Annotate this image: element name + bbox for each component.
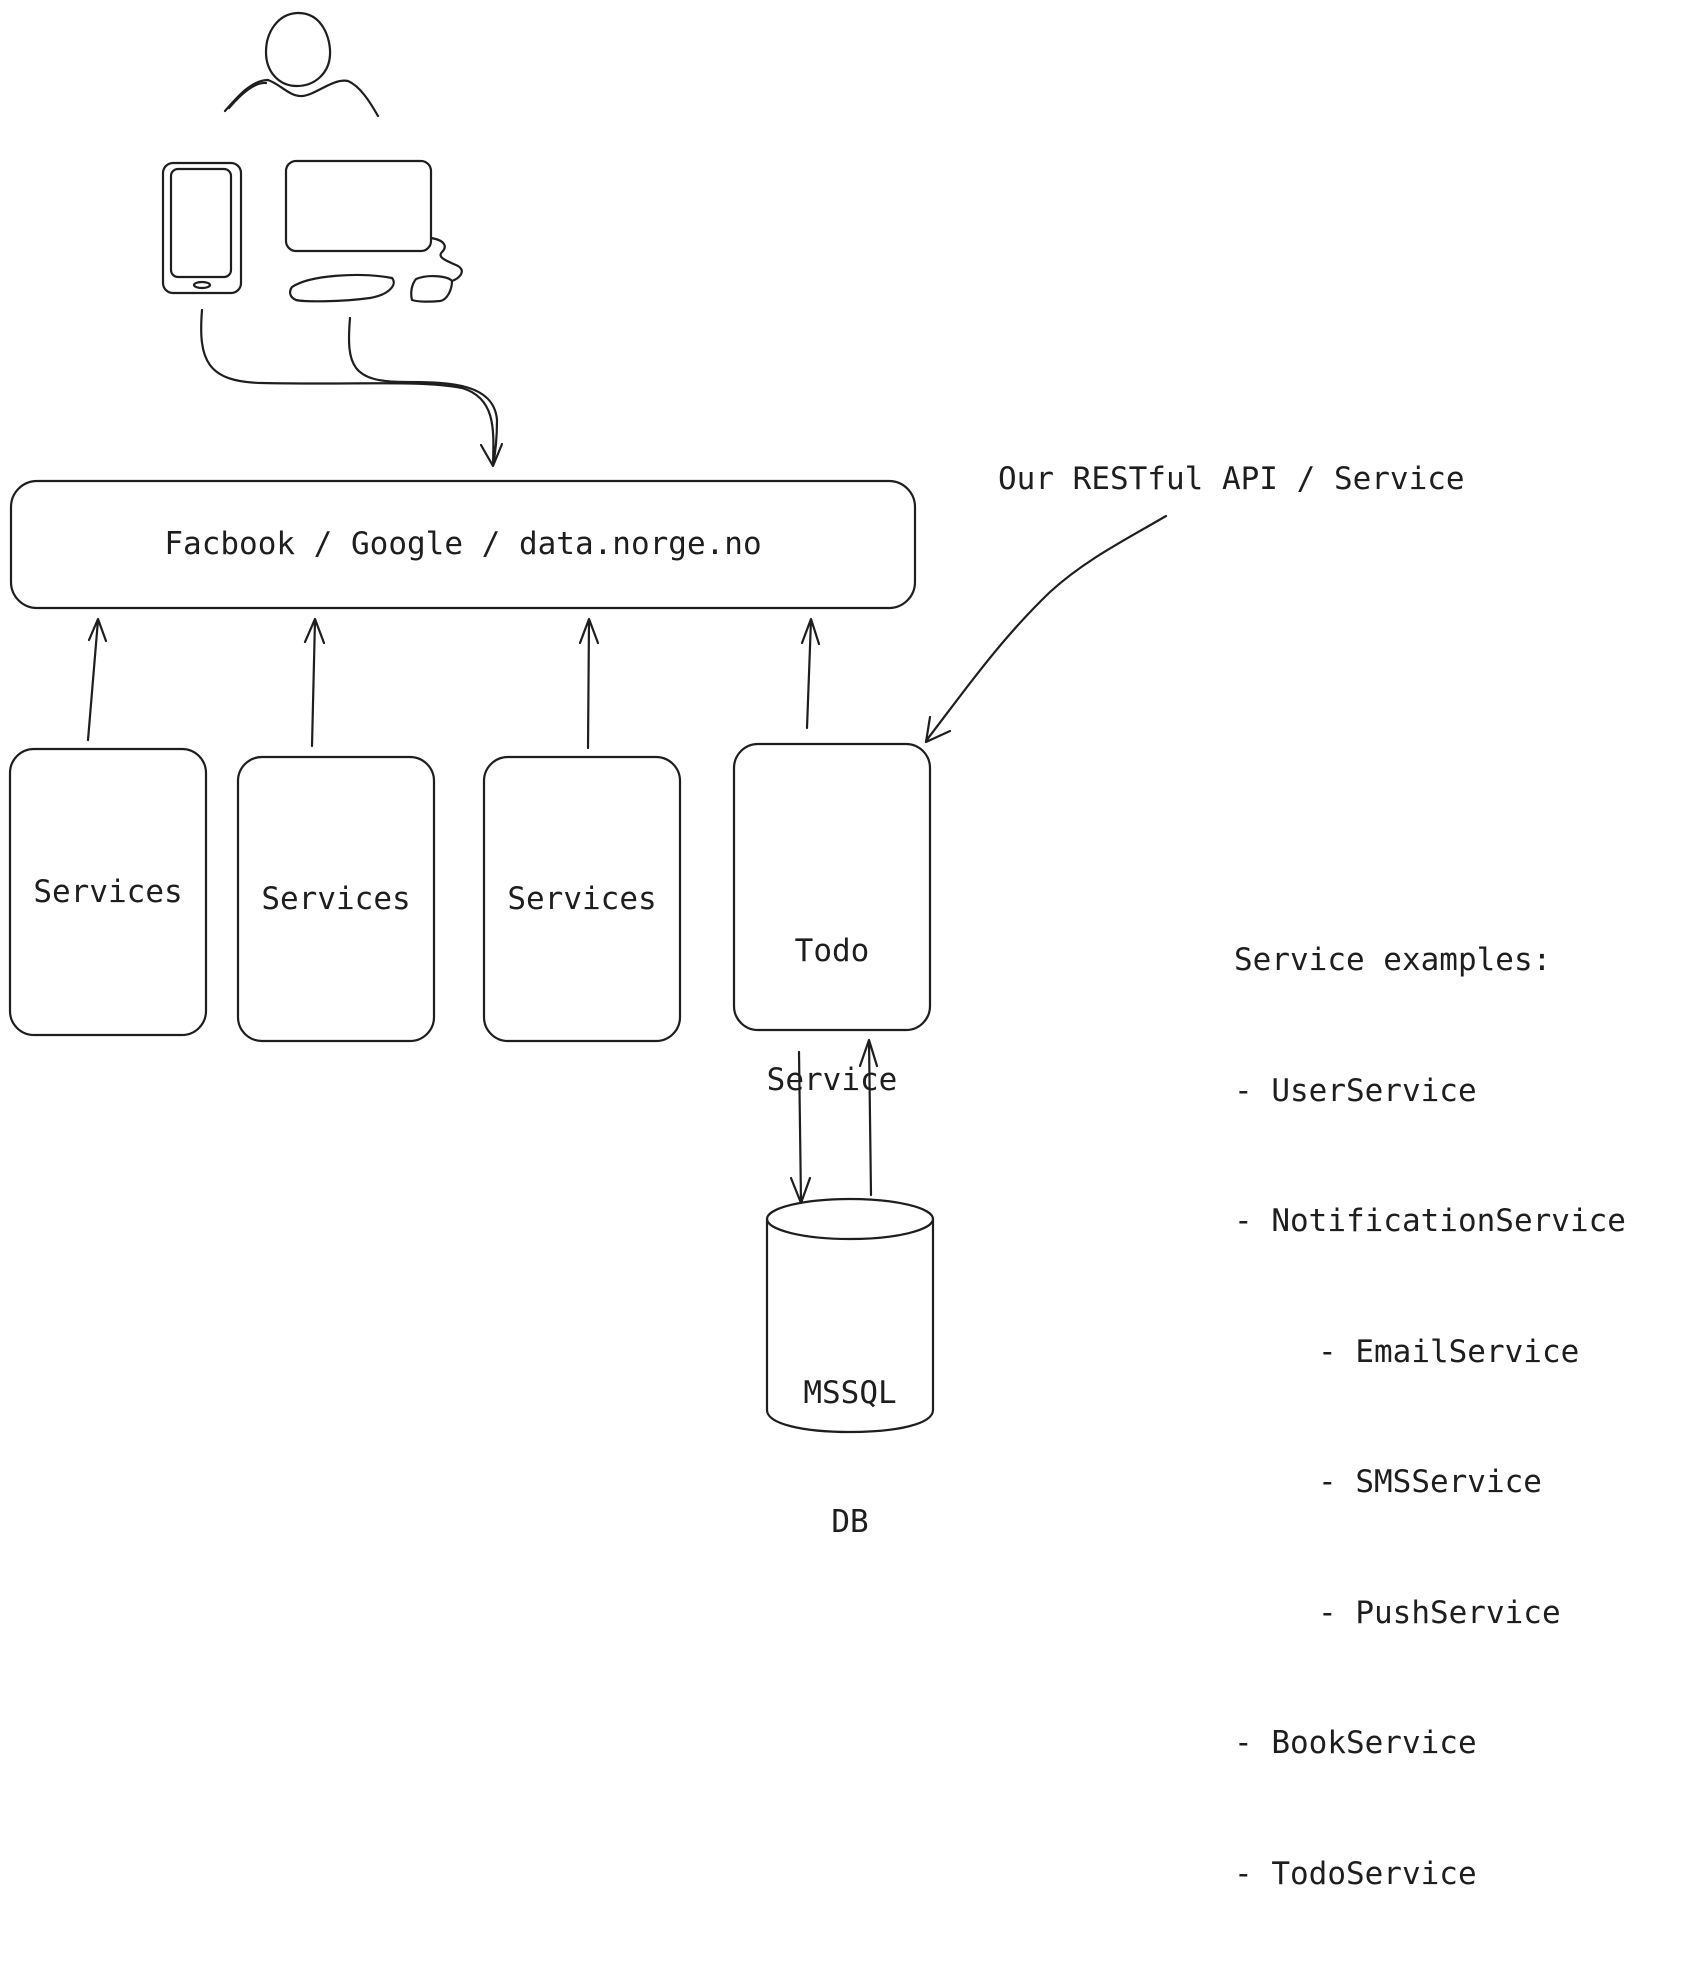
arrow-service-3	[578, 617, 600, 750]
service-box-1	[8, 747, 208, 1037]
database-cylinder	[765, 1197, 935, 1434]
example-item-push: - PushService	[1318, 1594, 1561, 1631]
database-line2: DB	[831, 1504, 869, 1540]
service-box-2	[236, 755, 436, 1043]
example-item-notification: - NotificationService	[1234, 1203, 1626, 1239]
todo-service-line2: Service	[766, 1062, 898, 1098]
service-examples-heading: Service examples:	[1234, 942, 1552, 978]
api-annotation: Our RESTful API / Service	[998, 461, 1465, 497]
example-item-user: - UserService	[1234, 1072, 1477, 1109]
arrow-todo	[800, 617, 821, 730]
example-item-sms: - SMSService	[1318, 1464, 1542, 1500]
database-line1: MSSQL	[803, 1375, 897, 1411]
todo-service-label: Todo Service	[734, 844, 930, 1188]
phone-connector	[200, 308, 495, 467]
mobile-phone-icon	[161, 161, 243, 295]
service-label-1: Services	[33, 873, 183, 910]
service-examples: Service examples: - UserService - Notifi…	[1234, 852, 1626, 1983]
example-item-book: - BookService	[1234, 1725, 1477, 1761]
arrow-db-to-todo	[858, 1038, 879, 1197]
annotation-arrow	[924, 514, 1168, 744]
arrow-service-2	[303, 617, 326, 748]
todo-service-box	[732, 742, 932, 1032]
arrow-service-1	[86, 617, 108, 742]
service-label-2: Services	[261, 880, 411, 917]
service-box-3	[482, 755, 682, 1043]
user-icon	[223, 11, 380, 118]
gateway-label: Facbook / Google / data.norge.no	[164, 526, 762, 562]
desktop-computer-icon	[284, 159, 463, 303]
architecture-diagram: Facbook / Google / data.norge.no Our RES…	[8, 11, 1626, 1892]
service-label-3: Services	[507, 880, 657, 917]
example-item-todo: - TodoService	[1234, 1855, 1477, 1892]
example-item-email: - EmailService	[1318, 1333, 1580, 1370]
desktop-connector	[347, 316, 499, 467]
diagram-shapes	[8, 11, 1168, 1434]
database-label: MSSQL DB	[767, 1286, 933, 1630]
todo-service-line1: Todo	[794, 933, 870, 969]
gateway-box	[9, 479, 917, 610]
